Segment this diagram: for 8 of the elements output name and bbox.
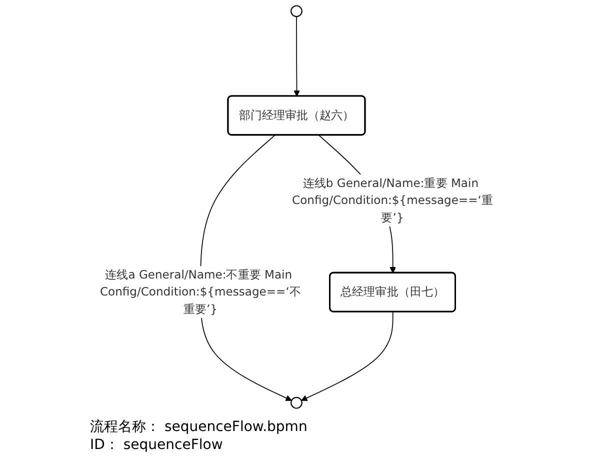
node-circle [290,5,302,18]
arrow [300,312,393,401]
arrow [293,16,300,97]
note-text: ID： sequenceFlow [90,436,224,454]
note-text: 流程名称： sequenceFlow.bpmn [90,418,308,436]
node-circle [290,396,302,409]
edge-label: 连线b General/Name:重要 Main Config/Condition:${message==‘重要’} [292,176,493,224]
edge-label: 连线a General/Name:不重要 Main Config/Condition:${message==‘不重要’} [99,268,300,316]
